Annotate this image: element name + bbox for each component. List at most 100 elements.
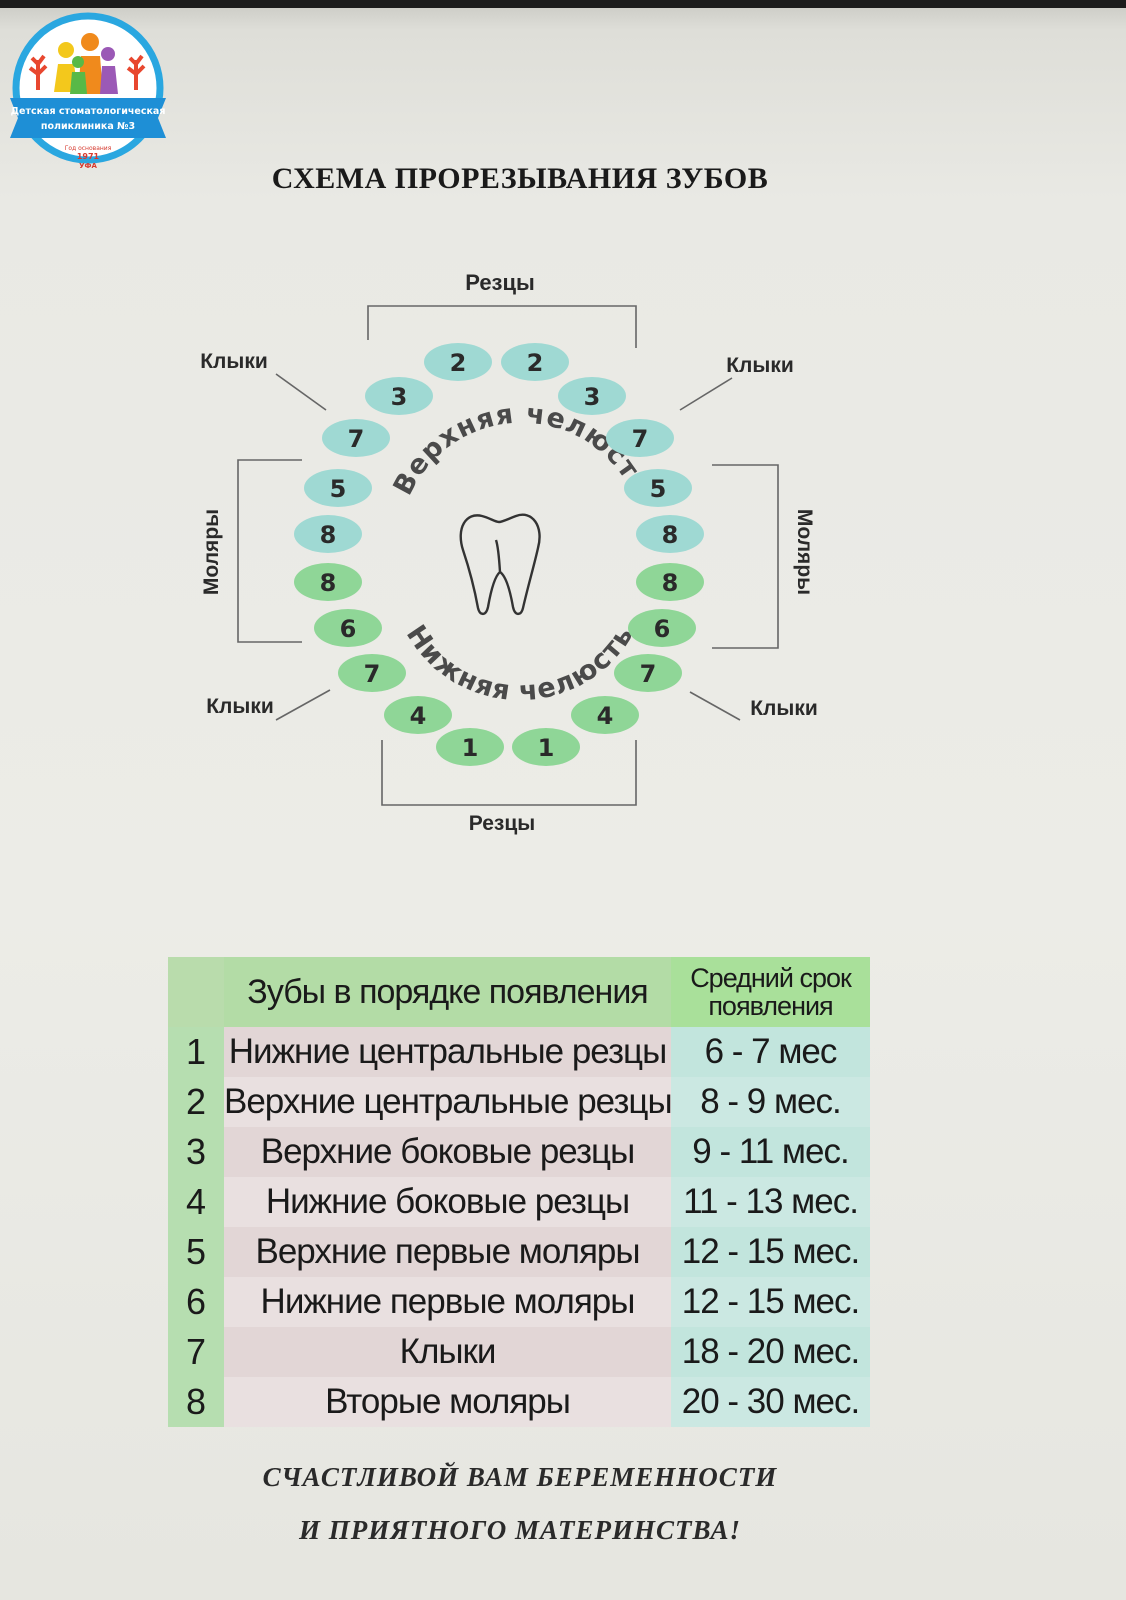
tree-icon	[126, 54, 146, 90]
upper-tooth: 8	[294, 515, 362, 553]
row-term: 12 - 15 мес.	[671, 1277, 870, 1327]
label-canines-bottom-right: Клыки	[750, 697, 818, 720]
tooth-oval	[501, 343, 569, 381]
page-title: СХЕМА ПРОРЕЗЫВАНИЯ ЗУБОВ	[271, 162, 769, 195]
row-term: 12 - 15 мес.	[671, 1227, 870, 1277]
tooth-oval	[628, 609, 696, 647]
tooth-oval	[636, 515, 704, 553]
table-row: 8 Вторые моляры 20 - 30 мес.	[168, 1377, 870, 1427]
tooth-oval	[558, 377, 626, 415]
upper-tooth: 8	[636, 515, 704, 553]
lower-tooth: 8	[636, 563, 704, 601]
row-term: 9 - 11 мес.	[671, 1127, 870, 1177]
logo-text-line1: Детская стоматологическая	[11, 106, 166, 117]
row-term: 6 - 7 мес	[671, 1027, 870, 1077]
logo-text-line3: Год основания	[65, 145, 112, 152]
tooth-icon	[459, 513, 541, 616]
label-incisors-top: Резцы	[465, 270, 535, 295]
logo-text-city: УФА	[79, 162, 97, 170]
tooth-oval	[636, 563, 704, 601]
table-header-row: Зубы в порядке появления Средний срок по…	[168, 957, 870, 1027]
tooth-oval	[571, 696, 639, 734]
tooth-oval	[294, 515, 362, 553]
teeth-eruption-diagram: Резцы Клыки Клыки Клыки Клыки Резцы Моля…	[200, 270, 818, 835]
tooth-oval	[365, 377, 433, 415]
tooth-number: 6	[654, 615, 671, 643]
logo-text-year: 1971	[77, 152, 100, 161]
label-molars-right: Моляры	[793, 509, 816, 595]
lower-tooth: 6	[314, 609, 382, 647]
header-average-term: Средний срок появления	[671, 957, 870, 1027]
upper-tooth: 5	[624, 469, 692, 507]
tooth-oval	[606, 419, 674, 457]
header-teeth-order: Зубы в порядке появления	[224, 957, 671, 1027]
label-molars-left: Моляры	[200, 509, 223, 595]
lower-tooth: 4	[384, 696, 452, 734]
tooth-oval	[322, 419, 390, 457]
tooth-number: 1	[462, 734, 479, 762]
row-num: 5	[168, 1227, 224, 1277]
lower-tooth: 7	[338, 654, 406, 692]
upper-tooth: 5	[304, 469, 372, 507]
label-incisors-bottom: Резцы	[469, 812, 535, 835]
row-num: 1	[168, 1027, 224, 1077]
tooth-number: 8	[662, 569, 679, 597]
label-lower-jaw: Нижняя челюсть	[400, 620, 640, 708]
tooth-oval	[614, 654, 682, 692]
footer-line-1: СЧАСТЛИВОЙ ВАМ БЕРЕМЕННОСТИ	[262, 1462, 778, 1492]
tooth-number: 8	[320, 569, 337, 597]
lower-tooth: 1	[436, 728, 504, 766]
tooth-number: 2	[450, 349, 467, 377]
lower-tooth: 8	[294, 563, 362, 601]
table-row: 3 Верхние боковые резцы 9 - 11 мес.	[168, 1127, 870, 1177]
tooth-oval	[338, 654, 406, 692]
tooth-oval	[384, 696, 452, 734]
logo-text-line2: поликлиника №3	[41, 121, 135, 132]
table-row: 4 Нижние боковые резцы 11 - 13 мес.	[168, 1177, 870, 1227]
row-teeth-name: Верхние первые моляры	[224, 1227, 671, 1277]
row-teeth-name: Нижние центральные резцы	[224, 1027, 671, 1077]
row-teeth-name: Верхние боковые резцы	[224, 1127, 671, 1177]
table-row: 7 Клыки 18 - 20 мес.	[168, 1327, 870, 1377]
tooth-oval	[424, 343, 492, 381]
lower-tooth: 7	[614, 654, 682, 692]
row-term: 8 - 9 мес.	[671, 1077, 870, 1127]
upper-tooth: 2	[501, 343, 569, 381]
tooth-oval	[304, 469, 372, 507]
lower-tooth: 4	[571, 696, 639, 734]
row-teeth-name: Нижние первые моляры	[224, 1277, 671, 1327]
tree-icon	[28, 54, 48, 90]
tooth-number: 1	[538, 734, 555, 762]
tooth-number: 7	[632, 425, 649, 453]
tooth-number: 4	[410, 702, 427, 730]
tooth-number: 7	[364, 660, 381, 688]
row-term: 20 - 30 мес.	[671, 1377, 870, 1427]
label-canines-top-left: Клыки	[200, 350, 268, 373]
lower-tooth: 1	[512, 728, 580, 766]
bracket-lines	[237, 305, 779, 806]
upper-tooth: 3	[558, 377, 626, 415]
label-canines-bottom-left: Клыки	[206, 695, 274, 718]
row-num: 4	[168, 1177, 224, 1227]
table-row: 5 Верхние первые моляры 12 - 15 мес.	[168, 1227, 870, 1277]
tooth-number: 3	[391, 383, 408, 411]
table-row: 6 Нижние первые моляры 12 - 15 мес.	[168, 1277, 870, 1327]
upper-tooth: 2	[424, 343, 492, 381]
tooth-oval	[294, 563, 362, 601]
row-teeth-name: Клыки	[224, 1327, 671, 1377]
eruption-table: Зубы в порядке появления Средний срок по…	[168, 957, 870, 1427]
table-row: 1 Нижние центральные резцы 6 - 7 мес	[168, 1027, 870, 1077]
table-row: 2 Верхние центральные резцы 8 - 9 мес.	[168, 1077, 870, 1127]
family-icon	[54, 33, 118, 94]
tooth-number: 5	[330, 475, 347, 503]
tooth-number: 2	[527, 349, 544, 377]
upper-tooth: 7	[322, 419, 390, 457]
row-num: 6	[168, 1277, 224, 1327]
footer-line-2: И ПРИЯТНОГО МАТЕРИНСТВА!	[298, 1515, 742, 1545]
lower-tooth: 6	[628, 609, 696, 647]
tooth-number: 4	[597, 702, 614, 730]
tooth-number: 6	[340, 615, 357, 643]
row-term: 18 - 20 мес.	[671, 1327, 870, 1377]
upper-tooth: 3	[365, 377, 433, 415]
